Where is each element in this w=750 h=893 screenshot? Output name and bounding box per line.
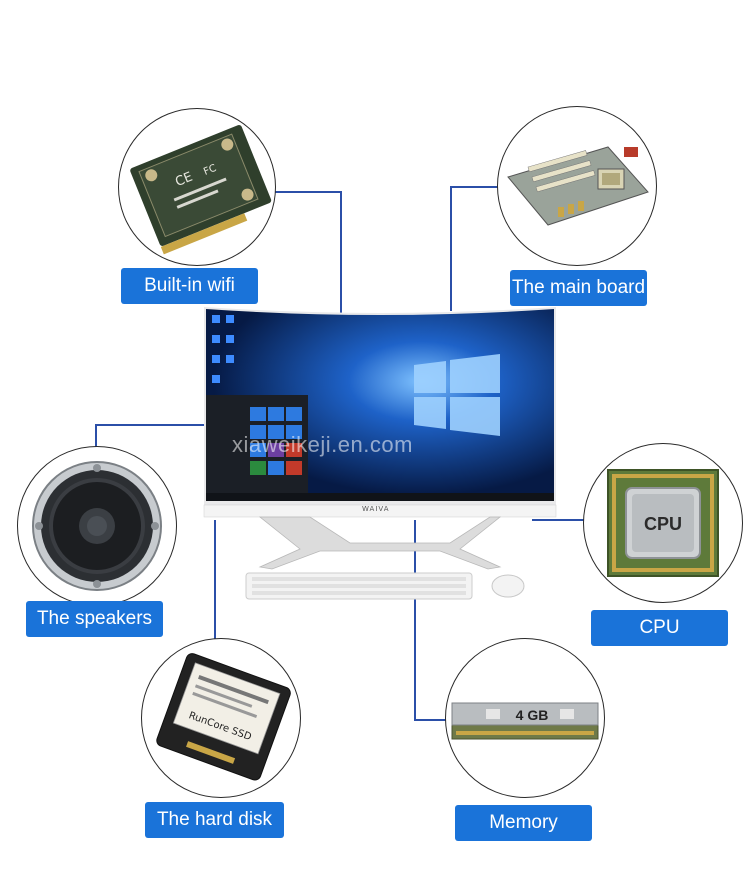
label-cpu: CPU bbox=[591, 610, 728, 646]
monitor-brand: WAIVA bbox=[362, 505, 390, 513]
wifi-card-image: CE FC bbox=[130, 124, 272, 255]
memory-chip-text: 4 GB bbox=[516, 707, 549, 723]
connector-memory-v bbox=[414, 520, 416, 720]
memory-image: 4 GB bbox=[451, 702, 599, 740]
monitor bbox=[200, 305, 560, 605]
label-harddisk: The hard disk bbox=[145, 802, 284, 838]
connector-speakers-h bbox=[96, 424, 208, 426]
speaker-callout bbox=[17, 446, 177, 606]
label-wifi: Built-in wifi bbox=[121, 268, 258, 304]
watermark: xiaweikeji.en.com bbox=[232, 432, 413, 457]
cpu-callout: CPU bbox=[583, 443, 743, 603]
harddisk-image: RunCore SSD bbox=[156, 653, 291, 781]
connector-board-h bbox=[450, 186, 502, 188]
cpu-chip-text: CPU bbox=[644, 514, 682, 534]
harddisk-callout: RunCore SSD bbox=[141, 638, 301, 798]
connector-speakers-v bbox=[95, 424, 97, 448]
mainboard-callout bbox=[497, 106, 657, 266]
cpu-image: CPU bbox=[607, 469, 719, 577]
connector-memory-h bbox=[414, 719, 448, 721]
label-mainboard: The main board bbox=[510, 270, 647, 306]
connector-cpu-h bbox=[532, 519, 584, 521]
svg-text:FC: FC bbox=[202, 163, 218, 178]
monitor-image bbox=[203, 307, 557, 600]
memory-callout: 4 GB bbox=[445, 638, 605, 798]
wifi-card-callout: CE FC bbox=[118, 108, 276, 266]
connector-wifi-v bbox=[340, 191, 342, 313]
connector-wifi-h bbox=[270, 191, 342, 193]
label-memory: Memory bbox=[455, 805, 592, 841]
label-speakers: The speakers bbox=[26, 601, 163, 637]
connector-board-v bbox=[450, 186, 452, 311]
svg-text:CE: CE bbox=[173, 170, 195, 190]
speaker-image bbox=[32, 461, 162, 591]
connector-harddisk-v bbox=[214, 520, 216, 645]
mainboard-image bbox=[507, 146, 649, 226]
